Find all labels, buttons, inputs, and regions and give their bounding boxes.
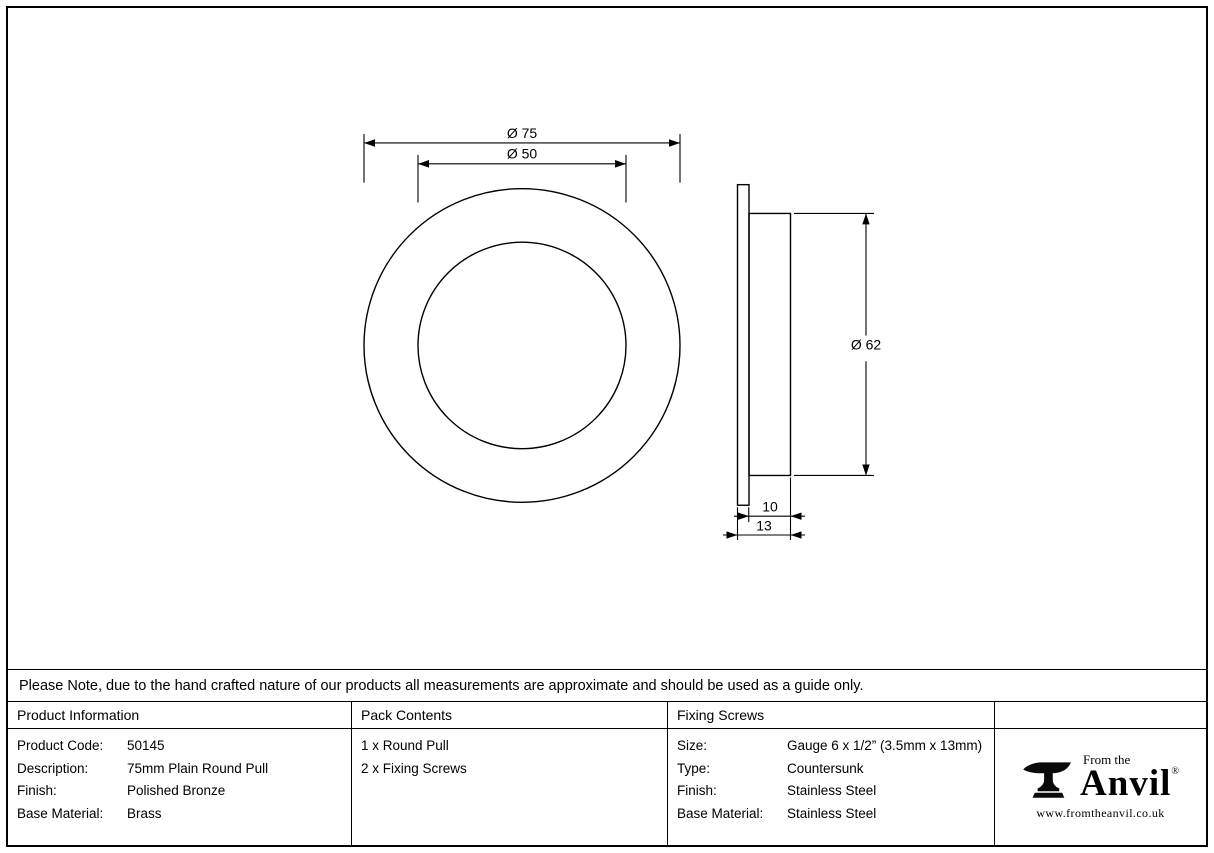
screw-base-material-label: Base Material:: [677, 805, 764, 821]
side-view-faceplate: [736, 183, 750, 506]
dim-13-arrow-right: [790, 531, 802, 539]
pack-contents-header: Pack Contents: [352, 702, 668, 729]
dim-10-arrow-left: [738, 512, 749, 520]
anvil-icon: [1023, 762, 1071, 798]
product-info-cell: Product Code: 50145 Description: 75mm Pl…: [8, 729, 352, 845]
front-view-outer-circle: [363, 187, 681, 503]
pack-item: 1 x Round Pull: [361, 738, 449, 753]
screw-finish-value: Stainless Steel: [787, 783, 877, 798]
dim-75-arrow-right: [669, 139, 680, 147]
technical-drawing: Ø 75 Ø 50 Ø 62 10: [363, 125, 882, 540]
base-material-label: Base Material:: [17, 805, 104, 821]
pack-item: 2 x Fixing Screws: [361, 760, 467, 776]
dim-62-arrow-top: [862, 213, 870, 225]
dim-75-label: Ø 75: [507, 125, 538, 141]
fixing-screws-cell: Size: Gauge 6 x 1/2” (3.5mm x 13mm) Type…: [668, 729, 995, 845]
note-bar: Please Note, due to the hand crafted nat…: [8, 669, 1206, 701]
product-code-value: 50145: [127, 738, 165, 753]
screw-size-label: Size:: [677, 738, 708, 753]
dim-13-arrow-left: [726, 531, 738, 539]
logo-header-spacer: [995, 702, 1206, 729]
note-text: Please Note, due to the hand crafted nat…: [19, 677, 864, 694]
product-info-list: Product Code: 50145 Description: 75mm Pl…: [17, 738, 343, 821]
fixing-screws-list: Size: Gauge 6 x 1/2” (3.5mm x 13mm) Type…: [677, 738, 986, 821]
dim-62-label: Ø 62: [851, 336, 882, 352]
logo-website: www.fromtheanvil.co.uk: [1036, 806, 1165, 821]
logo-name: Anvil®: [1080, 765, 1180, 802]
datasheet-page: Ø 75 Ø 50 Ø 62 10: [6, 6, 1208, 847]
dim-75-arrow-left: [364, 139, 375, 147]
pack-contents-cell: 1 x Round Pull 2 x Fixing Screws: [352, 729, 668, 845]
screw-size-value: Gauge 6 x 1/2” (3.5mm x 13mm): [787, 738, 983, 753]
dim-62-arrow-bottom: [862, 464, 870, 476]
brand-logo-cell: From the Anvil® www.fromtheanvil.co.uk: [995, 729, 1206, 845]
logo-words: From the Anvil®: [1080, 751, 1180, 802]
logo-lockup: From the Anvil®: [1021, 751, 1180, 802]
side-view-body: [748, 212, 792, 477]
dim-10-label: 10: [762, 499, 778, 515]
base-material-value: Brass: [127, 805, 162, 821]
technical-drawing-area: Ø 75 Ø 50 Ø 62 10: [8, 8, 1206, 669]
brand-logo: From the Anvil® www.fromtheanvil.co.uk: [1021, 753, 1180, 821]
finish-label: Finish:: [17, 783, 57, 798]
screw-base-material-value: Stainless Steel: [787, 805, 877, 821]
description-value: 75mm Plain Round Pull: [127, 760, 269, 776]
logo-name-text: Anvil: [1080, 762, 1172, 804]
product-info-header: Product Information: [8, 702, 352, 729]
logo-from-the: From the: [1083, 751, 1131, 767]
dim-50-label: Ø 50: [507, 145, 538, 161]
screw-finish-label: Finish:: [677, 783, 717, 798]
screw-type-label: Type:: [677, 760, 711, 776]
screw-type-value: Countersunk: [787, 760, 864, 776]
description-label: Description:: [17, 760, 89, 776]
registered-mark: ®: [1171, 765, 1180, 777]
pack-contents-list: 1 x Round Pull 2 x Fixing Screws: [361, 738, 659, 776]
fixing-screws-header: Fixing Screws: [668, 702, 995, 729]
dim-13-label: 13: [756, 518, 772, 534]
front-view-inner-circle: [417, 241, 627, 450]
product-code-label: Product Code:: [17, 738, 104, 753]
dim-50-arrow-right: [615, 160, 626, 168]
spec-table: Product Information Pack Contents Fixing…: [8, 701, 1206, 845]
dim-50-arrow-left: [418, 160, 429, 168]
dim-10-arrow-right: [790, 512, 802, 520]
finish-value: Polished Bronze: [127, 783, 226, 798]
